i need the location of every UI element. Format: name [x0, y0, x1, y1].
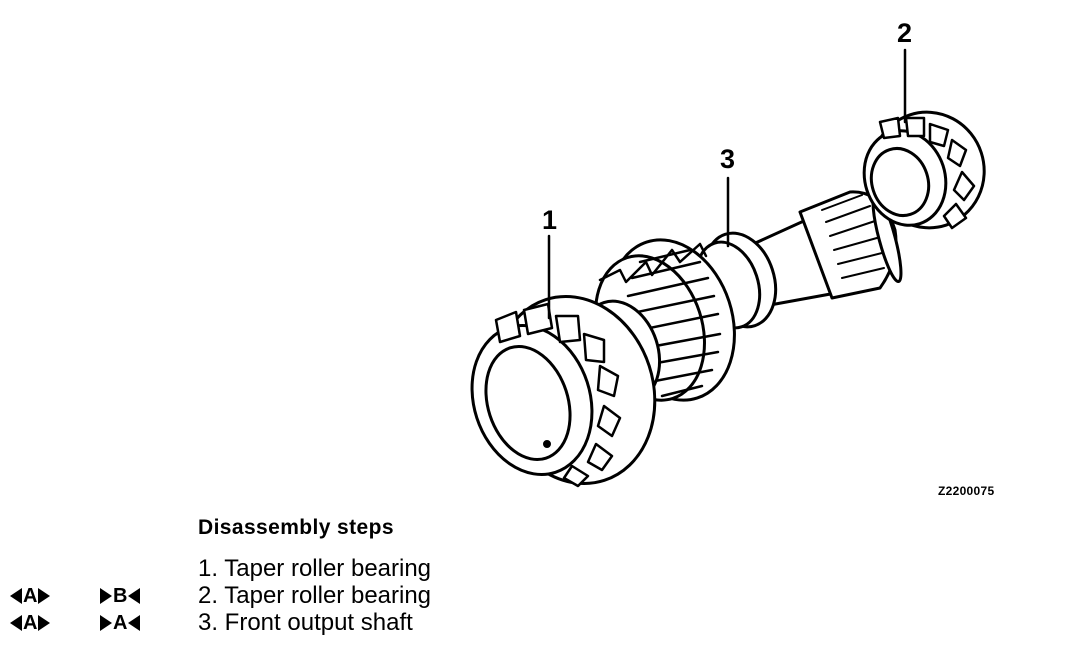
step-text-3: 3. Front output shaft [198, 609, 413, 636]
right-triangle-icon [100, 615, 112, 631]
right-triangle-icon [100, 588, 112, 604]
leader-lines [547, 48, 907, 320]
callout-3: 3 [720, 144, 736, 174]
left-triangle-icon [10, 615, 22, 631]
left-triangle-icon [10, 588, 22, 604]
steps-title: Disassembly steps [198, 516, 394, 539]
step-row-1: 1. Taper roller bearing [0, 557, 1072, 585]
step-row-3: A A 3. Front output shaft [0, 611, 1072, 639]
taper-roller-bearing-1 [470, 294, 657, 488]
step-text-1: 1. Taper roller bearing [198, 555, 432, 582]
removal-mark-3: A [10, 611, 51, 635]
taper-roller-bearing-2 [862, 110, 986, 230]
callout-2: 2 [897, 18, 913, 48]
install-mark-3: A [100, 611, 141, 635]
callout-1: 1 [542, 205, 558, 235]
step-text-2: 2. Taper roller bearing [198, 582, 432, 609]
removal-mark-2: A [10, 584, 51, 608]
figure-code: Z2200075 [938, 484, 995, 498]
step-row-2: A B 2. Taper roller bearing [0, 584, 1072, 612]
gear-shaft-exploded-drawing [470, 48, 986, 488]
left-triangle-icon [128, 615, 141, 631]
right-triangle-icon [38, 588, 51, 604]
left-triangle-icon [128, 588, 141, 604]
install-mark-2: B [100, 584, 141, 608]
right-triangle-icon [38, 615, 51, 631]
